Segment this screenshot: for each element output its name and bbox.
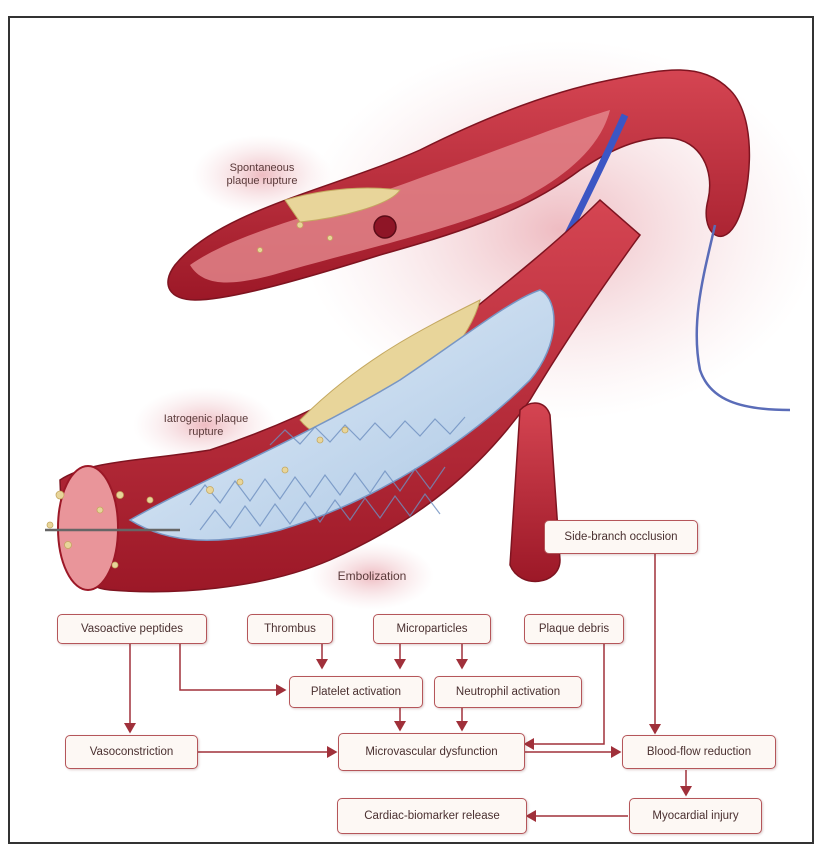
box-thrombus: Thrombus: [247, 614, 333, 644]
box-neutrophil-activation: Neutrophil activation: [434, 676, 582, 708]
label-spontaneous-rupture: Spontaneous plaque rupture: [212, 162, 312, 188]
rupture-thrombus: [374, 216, 396, 238]
box-microparticles: Microparticles: [373, 614, 491, 644]
box-myocardial-injury: Myocardial injury: [629, 798, 762, 834]
vessel-opening: [58, 466, 118, 590]
box-side-branch-occlusion: Side-branch occlusion: [544, 520, 698, 554]
label-iatrogenic-rupture: Iatrogenic plaque rupture: [160, 413, 252, 439]
box-vasoconstriction: Vasoconstriction: [65, 735, 198, 769]
box-vasoactive-peptides: Vasoactive peptides: [57, 614, 207, 644]
side-branch-vessel: [510, 403, 560, 581]
arrow-vasoactive-platelet: [180, 643, 285, 690]
box-platelet-activation: Platelet activation: [289, 676, 423, 708]
box-blood-flow-reduction: Blood-flow reduction: [622, 735, 776, 769]
box-cardiac-biomarker-release: Cardiac-biomarker release: [337, 798, 527, 834]
box-microvascular-dysfunction: Microvascular dysfunction: [338, 733, 525, 771]
box-plaque-debris: Plaque debris: [524, 614, 624, 644]
label-embolization: Embolization: [322, 570, 422, 583]
